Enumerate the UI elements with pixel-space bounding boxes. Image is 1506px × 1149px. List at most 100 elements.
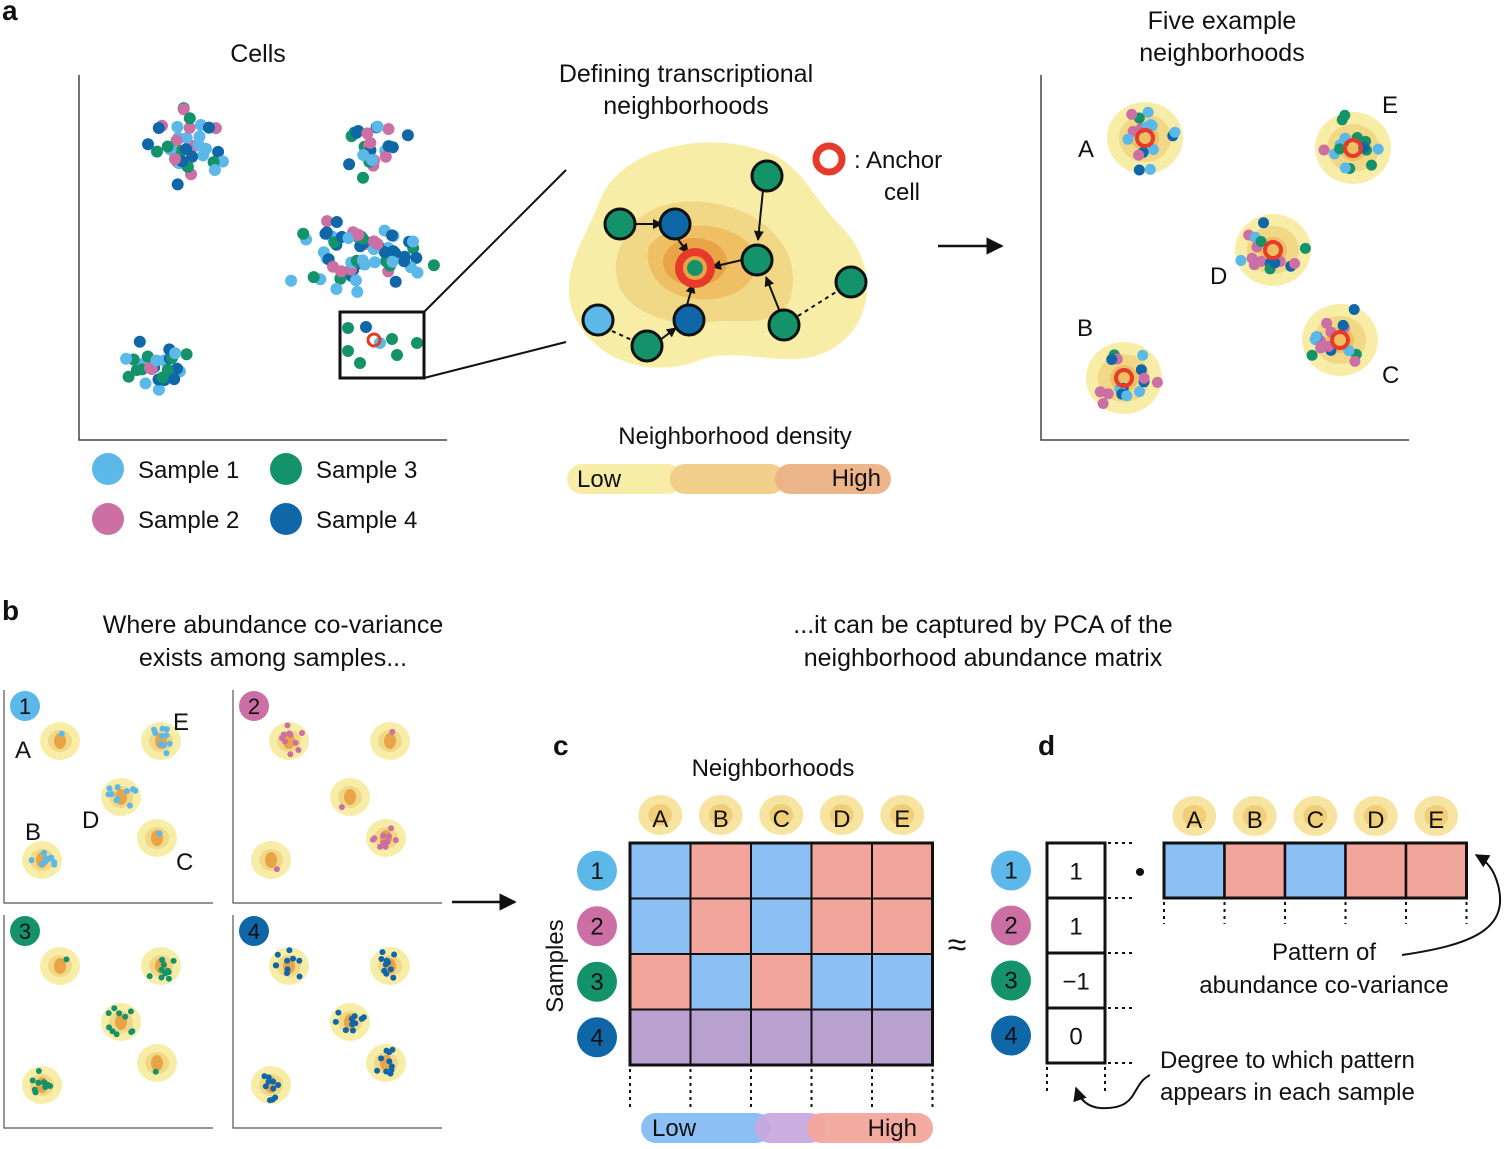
mini-cell-dot [152, 1068, 159, 1075]
cell-dot [360, 321, 372, 333]
mini-neighborhood-core [265, 852, 277, 868]
mini-cell-dot [109, 1028, 116, 1035]
sample-badge-1: 1 [10, 691, 40, 721]
mini-cell-dot [290, 955, 296, 962]
sample-panel-axes [232, 915, 442, 1129]
matrix-scale-high: High [868, 1115, 917, 1142]
example-cell-dot [1258, 217, 1269, 229]
cell-dot [342, 322, 354, 334]
sample-badge-label: 3 [19, 919, 31, 944]
mini-cell-dot [275, 1082, 282, 1088]
example-label-c: C [1382, 362, 1399, 389]
mini-cell-dot [387, 966, 394, 973]
pattern-header-blob-core [1182, 805, 1207, 827]
cell-dot [343, 158, 356, 171]
mini-cell-dot [388, 825, 395, 832]
row-label-1: 1 [590, 858, 603, 885]
vector-cell [1045, 1006, 1107, 1065]
b-label-a: A [15, 737, 31, 764]
mini-cell-dot [287, 751, 294, 758]
pattern-cell [1283, 841, 1347, 900]
example-cell-dot [1142, 106, 1154, 118]
mini-cell-dot [160, 961, 167, 968]
cell-dot [171, 362, 183, 375]
example-label-e: E [1382, 92, 1398, 119]
mini-cell-dot [48, 854, 55, 861]
mini-cell-dot [146, 973, 153, 980]
mini-cell-dot [42, 858, 49, 865]
zoom-line-bottom [423, 341, 567, 379]
mini-cell-dot [383, 970, 390, 977]
row-badge-1 [577, 850, 617, 891]
legend-label-sample-2: Sample 2 [138, 507, 239, 534]
neighborhood-density-blob [568, 142, 868, 368]
matrix-cell [871, 842, 934, 900]
matrix-cell [629, 953, 692, 1011]
example-cell-dot [1334, 143, 1346, 155]
mini-cell-dot [385, 833, 392, 840]
cell-dot [171, 120, 184, 133]
zoom-line-top [423, 169, 567, 313]
column-header-blob-core [769, 804, 794, 826]
example-cell-dot [1348, 304, 1360, 315]
matrix-ylabel: Samples [542, 919, 569, 1012]
matrix-border [628, 841, 934, 1067]
dot-product-symbol: • [1135, 856, 1146, 889]
cell-dot [321, 215, 334, 228]
cell-dot [150, 354, 163, 367]
mini-cell-dot [380, 832, 387, 839]
example-cell-dot [1318, 144, 1330, 156]
sample-badge-label: 2 [248, 694, 260, 719]
cell-dot [382, 140, 395, 153]
mini-cell-dot [35, 1079, 42, 1086]
panel-label-b: b [2, 595, 19, 626]
mini-cell-dot [156, 830, 163, 837]
cell-dot [352, 228, 365, 241]
degree-label-line-1: Degree to which pattern [1160, 1047, 1415, 1074]
mini-cell-dot [163, 750, 170, 757]
matrix-cell [810, 842, 873, 900]
legend-swatch-sample-1 [92, 453, 124, 485]
cell-dot [357, 149, 370, 161]
mini-cell-dot [63, 956, 70, 963]
mini-cell-dot [273, 866, 280, 873]
mini-cell-dot [127, 802, 133, 809]
sample-badge-3: 3 [10, 916, 40, 946]
sample-badge-circle [10, 916, 40, 946]
matrix-title: Neighborhoods [692, 755, 855, 782]
pca-title-line-2: neighborhood abundance matrix [804, 644, 1163, 672]
mini-cell-dot [129, 1028, 136, 1035]
matrix-cell [750, 953, 813, 1011]
example-cell-dot [1321, 317, 1333, 329]
mini-cell-dot [106, 1024, 112, 1031]
cell-dot [407, 235, 419, 248]
pattern-header-blob-core [1424, 805, 1449, 827]
mini-cell-dot [284, 966, 291, 973]
cell-dot [398, 250, 411, 263]
mini-neighborhood-core [384, 733, 396, 749]
pattern-cell [1404, 841, 1468, 900]
mini-cell-dot [114, 796, 121, 802]
mini-cell-dot [377, 843, 383, 850]
approx-symbol: ≈ [948, 926, 967, 964]
panel-label-d: d [1038, 730, 1055, 761]
matrix-cell [629, 897, 692, 955]
mini-neighborhood-core [54, 958, 66, 974]
cell-dot [342, 232, 355, 244]
cell-dot [151, 145, 163, 158]
cell-dot [356, 254, 369, 267]
mini-cell-dot [130, 786, 136, 793]
density-title: Neighborhood density [618, 423, 852, 450]
mini-cell-dot [41, 1079, 48, 1086]
column-header-blob-core [829, 804, 854, 826]
cell-dot [342, 345, 354, 357]
mini-cell-dot [270, 1078, 277, 1085]
example-cell-dot [1310, 331, 1322, 343]
matrix-cell [871, 953, 934, 1011]
example-anchor [1114, 368, 1134, 388]
example-cell-dot [1255, 236, 1267, 247]
row-label-2: 2 [590, 913, 603, 940]
example-cell-dot [1134, 386, 1145, 398]
mini-cell-dot [335, 1009, 342, 1016]
